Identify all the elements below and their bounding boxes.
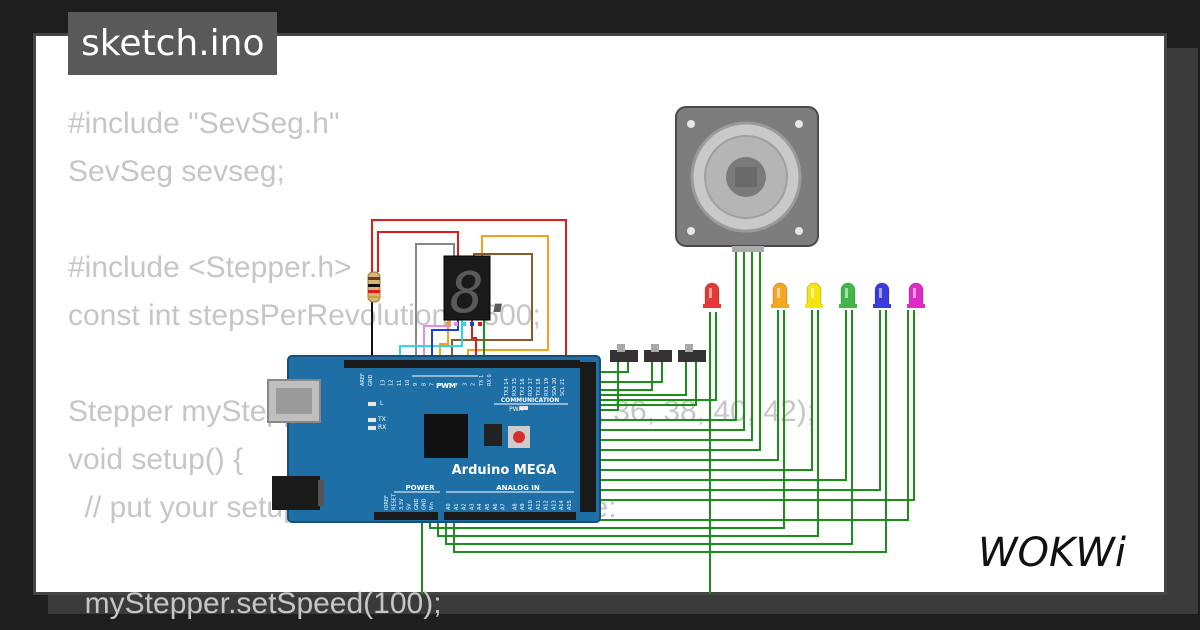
pin-label: 12 — [389, 380, 395, 386]
arduino-mega-board-icon[interactable]: PWM COMMUNICATION PWR L TX RX POWER ANAL… — [267, 355, 601, 523]
pin-label: 7 — [430, 383, 436, 386]
pin-label: RX 0 — [487, 374, 493, 386]
code-line: SevSeg sevseg; — [68, 155, 285, 188]
pin-label: A2 — [462, 503, 468, 510]
pin-label: A7 — [501, 503, 507, 510]
pin-label: RESET — [392, 493, 398, 510]
power-label: POWER — [406, 484, 436, 492]
pin-label: SDA 20 — [552, 378, 558, 396]
pin-label: A8 — [512, 503, 518, 510]
pin-label: 10 — [405, 380, 411, 386]
tx-label: TX — [377, 416, 386, 423]
pin-label: GND — [422, 498, 428, 510]
pin-label: A10 — [528, 500, 534, 510]
led-row — [703, 282, 925, 308]
led-icon[interactable] — [907, 282, 925, 308]
pin-label: A14 — [559, 500, 565, 510]
seven-segment-digit: 8. — [450, 261, 517, 326]
communication-label: COMMUNICATION — [501, 397, 560, 404]
code-line: #include <Stepper.h> — [68, 251, 352, 284]
pin-label: TX2 16 — [520, 378, 526, 397]
wokwi-logo: WOKWi — [978, 530, 1126, 576]
led-icon[interactable] — [873, 282, 891, 308]
pin-label: GND — [414, 498, 420, 510]
l-label: L — [380, 400, 384, 407]
pin-label: A1 — [454, 503, 460, 510]
pin-label: RX2 17 — [528, 378, 534, 396]
led-icon[interactable] — [839, 282, 857, 308]
code-line: void setup() { — [68, 443, 244, 476]
pin-label: 6 — [438, 383, 444, 386]
pwm-label: PWM — [436, 382, 456, 390]
pin-label: GND — [368, 374, 374, 386]
pin-label: 9 — [413, 383, 419, 386]
pin-label: 5V — [407, 503, 413, 510]
pin-label: TX 1 — [479, 375, 485, 387]
pin-label: TX3 14 — [504, 378, 510, 397]
pin-label: SCL 21 — [560, 379, 566, 396]
code-line: myStepper.setSpeed(100); — [68, 587, 442, 620]
pin-label: TX1 18 — [536, 378, 542, 397]
pin-label: 3 — [462, 383, 468, 386]
sketch-title: sketch.ino — [68, 12, 278, 75]
pin-label: A12 — [544, 500, 550, 510]
seven-segment-display-icon[interactable]: 8. — [443, 255, 517, 326]
pin-label: A5 — [485, 503, 491, 510]
rx-label: RX — [378, 424, 386, 431]
pin-label: 11 — [397, 380, 403, 386]
pin-label: RX3 15 — [512, 378, 518, 396]
pin-label: RX1 19 — [544, 378, 550, 396]
pin-label: A6 — [493, 503, 499, 510]
pin-label: Vin — [429, 502, 435, 510]
pin-label: A9 — [520, 503, 526, 510]
pin-label: A4 — [477, 503, 483, 510]
pin-label: A15 — [567, 500, 573, 510]
pin-label: 3.3V — [399, 498, 405, 510]
slide-switch-icon[interactable] — [610, 344, 706, 362]
pin-label: 13 — [380, 380, 386, 386]
analog-in-label: ANALOG IN — [496, 484, 540, 492]
pin-label: AREF — [360, 373, 366, 386]
logo-text: WOKWi — [978, 530, 1126, 576]
pin-label: 4 — [454, 383, 460, 386]
pin-label: A3 — [469, 503, 475, 510]
pin-label: 2 — [471, 383, 477, 386]
code-line: #include "SevSeg.h" — [68, 107, 340, 140]
pin-label: 5 — [446, 383, 452, 386]
led-icon[interactable] — [771, 282, 789, 308]
pin-label: A13 — [551, 500, 557, 510]
led-icon[interactable] — [703, 282, 721, 308]
board-name: Arduino MEGA — [452, 463, 557, 478]
pin-label: 8 — [421, 383, 427, 386]
pin-label: A0 — [446, 503, 452, 510]
stepper-motor-icon[interactable] — [675, 106, 819, 252]
resistor-icon[interactable] — [367, 271, 381, 303]
pin-label: IOREF — [384, 495, 390, 510]
led-icon[interactable] — [805, 282, 823, 308]
pwr-label: PWR — [509, 406, 523, 413]
pin-label: A11 — [536, 500, 542, 510]
